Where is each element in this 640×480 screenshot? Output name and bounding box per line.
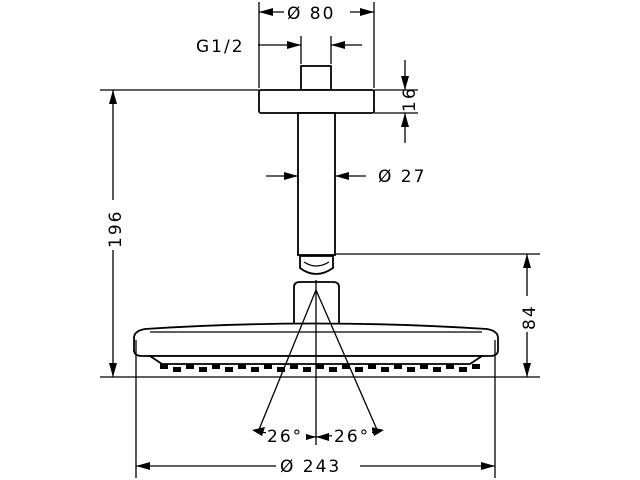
ball-joint [299,255,334,275]
nozzle [290,364,298,369]
spray-angle-lines [257,289,379,433]
nozzle [225,367,233,372]
label-head-height: 84 [520,304,540,330]
nozzle [368,364,376,369]
nozzle [472,364,480,369]
dimension-head-diameter: Ø 243 [135,340,496,478]
label-total-height: 196 [106,210,126,248]
flange [258,89,375,114]
ceiling-connector [300,65,332,91]
nozzle [264,364,272,369]
label-head-diameter: Ø 243 [280,457,341,477]
nozzle [277,367,285,372]
nozzle [329,367,337,372]
spray-nozzles [160,364,480,372]
label-flange-diameter: Ø 80 [287,4,335,24]
nozzle [394,364,402,369]
nozzle [160,364,168,369]
nozzle [433,367,441,372]
nozzle [459,367,467,372]
dimension-thread: G1/2 [196,36,362,64]
nozzle [199,367,207,372]
nozzle [186,364,194,369]
dimension-head-height: 84 [336,253,540,377]
label-arm-diameter: Ø 27 [378,167,426,187]
nozzle [173,367,181,372]
nozzle [238,364,246,369]
label-spray-angle-left: 26° [267,427,303,447]
dimension-flange-height: 16 [374,60,420,143]
dimension-flange-diameter: Ø 80 [258,2,375,88]
nozzle [303,367,311,372]
shower-arm [297,112,336,256]
dimension-spray-angles: 26° 26° [252,426,384,447]
dimension-arm-diameter: Ø 27 [266,167,426,187]
label-thread: G1/2 [196,37,245,57]
nozzle [342,364,350,369]
nozzle [355,367,363,372]
label-spray-angle-right: 26° [334,427,370,447]
nozzle [446,364,454,369]
nozzle [381,367,389,372]
label-flange-height: 16 [400,86,420,112]
nozzle [420,364,428,369]
nozzle [316,364,324,369]
nozzle [407,367,415,372]
nozzle [212,364,220,369]
dimension-total-height: 196 [100,89,540,378]
nozzle [251,367,259,372]
